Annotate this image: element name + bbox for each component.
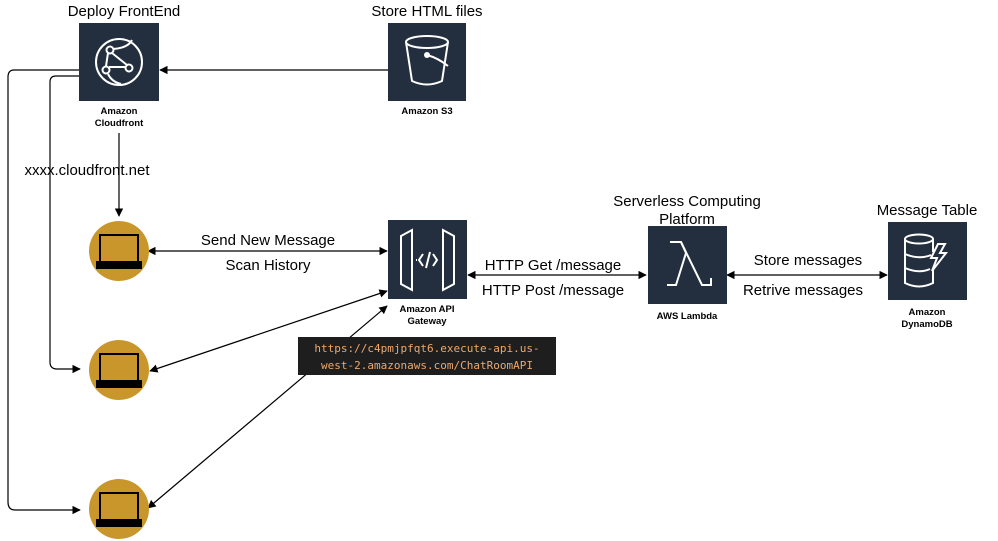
api-endpoint-box: https://c4pmjpfqt6.execute-api.us- west-… (298, 337, 556, 375)
send-new-message-label: Send New Message (201, 232, 335, 249)
cloudfront-to-client2-path (49, 75, 81, 374)
monitor-icon (96, 492, 142, 527)
client-2 (89, 340, 149, 400)
apigw-label-line2: Gateway (407, 316, 447, 327)
cloudfront-to-client3-path (7, 69, 81, 515)
cloudfront-icon (95, 38, 143, 86)
cloudfront-icon-bg (79, 23, 159, 101)
store-html-label: Store HTML files (371, 3, 482, 20)
s3-icon-bg (388, 23, 466, 101)
client-circle (89, 340, 149, 400)
api-gateway-icon (400, 228, 455, 292)
s3-label: Amazon S3 (401, 106, 452, 117)
serverless-label-line2: Platform (659, 211, 715, 228)
client-1 (89, 221, 149, 281)
cloudfront-domain-label: xxxx.cloudfront.net (24, 162, 150, 179)
cloudfront-node: Amazon Cloudfront (79, 23, 159, 129)
bucket-icon (405, 35, 449, 86)
endpoint-url-line2: west-2.amazonaws.com/ChatRoomAPI (321, 359, 533, 372)
dynamodb-icon-bg (888, 222, 967, 300)
http-post-label: HTTP Post /message (482, 282, 624, 299)
client-circle (89, 479, 149, 539)
scan-history-label: Scan History (225, 257, 311, 274)
endpoint-url-line1: https://c4pmjpfqt6.execute-api.us- (314, 342, 539, 355)
store-messages-label: Store messages (754, 252, 862, 269)
message-table-label: Message Table (877, 202, 978, 219)
serverless-label-line1: Serverless Computing (613, 193, 761, 210)
apigw-label-line1: Amazon API (399, 304, 454, 315)
cloudfront-label-line2: Cloudfront (95, 118, 144, 129)
apigw-node: Amazon API Gateway (388, 220, 467, 327)
monitor-icon (96, 234, 142, 269)
client3-apigw-arrow (147, 305, 388, 509)
retrive-messages-label: Retrive messages (743, 282, 863, 299)
client-circle (89, 221, 149, 281)
lambda-node: AWS Lambda (648, 226, 727, 322)
lambda-icon-bg (648, 226, 727, 304)
http-get-label: HTTP Get /message (485, 257, 621, 274)
dynamodb-label-line1: Amazon (909, 307, 946, 318)
deploy-frontend-label: Deploy FrontEnd (68, 3, 181, 20)
lambda-icon (667, 241, 712, 286)
endpoint-bg (298, 337, 556, 375)
connectors (7, 65, 888, 515)
monitor-icon (96, 353, 142, 388)
s3-node: Amazon S3 (388, 23, 466, 117)
dynamodb-label-line2: DynamoDB (901, 319, 952, 330)
cloudfront-label-line1: Amazon (101, 106, 138, 117)
client-3 (89, 479, 149, 539)
lambda-label: AWS Lambda (657, 311, 718, 322)
database-icon (904, 233, 949, 288)
dynamodb-node: Amazon DynamoDB (888, 222, 967, 330)
